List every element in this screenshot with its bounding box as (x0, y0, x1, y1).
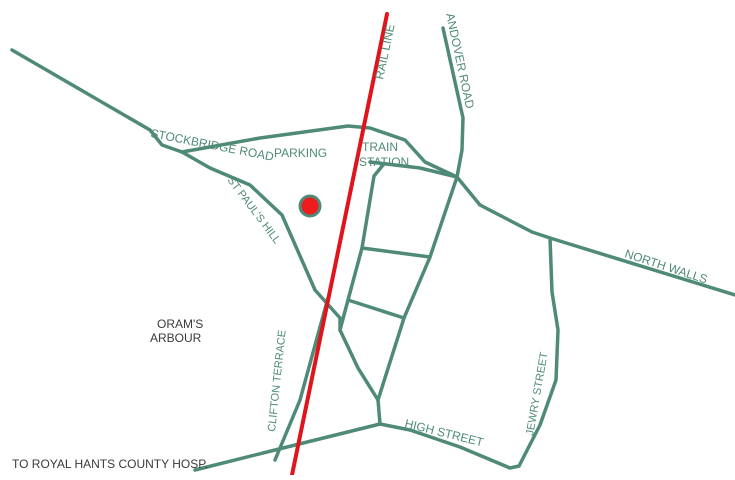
road-grid-cross-1 (360, 246, 432, 259)
road-st-pauls-hill (180, 150, 342, 332)
label-to-hospital: TO ROYAL HANTS COUNTY HOSP. (12, 457, 208, 471)
label-andover-road: ANDOVER ROAD (443, 12, 477, 110)
label-orams-arbour-2: ARBOUR (150, 331, 202, 345)
road-stockbridge-road (180, 124, 459, 179)
label-rail-line: RAIL LINE (372, 23, 397, 81)
label-high-street: HIGH STREET (403, 416, 485, 449)
label-st-pauls-hill: ST PAUL'S HILL (225, 175, 283, 247)
road-station-approach (368, 160, 459, 179)
road-stockbridge-west (10, 48, 184, 154)
label-stockbridge-road: STOCKBRIDGE ROAD (149, 126, 275, 164)
label-north-walls: NORTH WALLS (623, 247, 709, 287)
road-clifton-terrace (273, 296, 330, 462)
label-clifton-terrace: CLIFTON TERRACE (266, 329, 289, 432)
location-marker-icon[interactable] (298, 194, 322, 218)
road-high-street (193, 422, 521, 472)
label-parking: PARKING (274, 146, 327, 160)
road-jewry-street (517, 236, 560, 468)
road-grid-east (376, 175, 459, 402)
label-train-station-1: TRAIN (362, 140, 398, 154)
rail-line (290, 12, 389, 477)
road-station-link (376, 398, 382, 426)
road-andover-road (441, 26, 465, 179)
label-jewry-street: JEWRY STREET (524, 351, 551, 437)
road-grid-cross-2 (346, 298, 406, 320)
label-orams-arbour-1: ORAM'S (157, 317, 203, 331)
road-north-walls (455, 175, 735, 297)
road-grid-west (338, 163, 385, 402)
label-train-station-2: STATION (359, 155, 409, 169)
